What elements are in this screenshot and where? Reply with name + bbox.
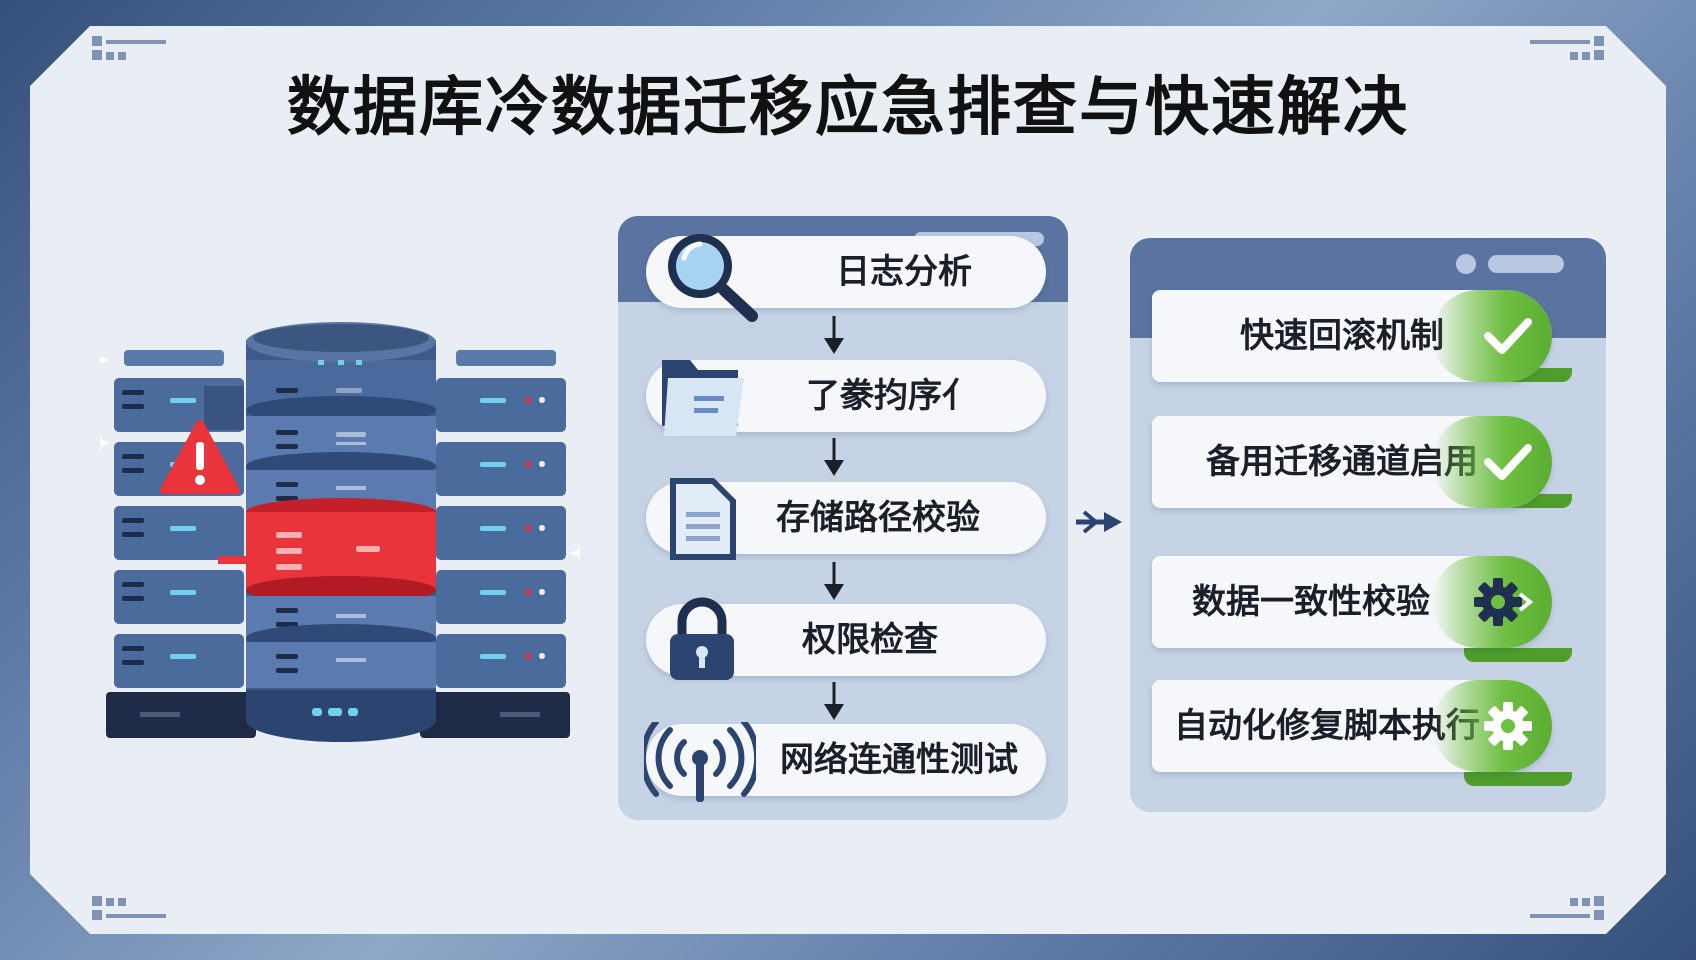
magnifier-icon	[668, 234, 758, 322]
solution-status-badge	[1432, 680, 1552, 772]
step-label: 权限检查	[802, 620, 938, 660]
document-icon	[670, 478, 736, 560]
solution-consistency-check[interactable]: 数据一致性校验	[1152, 556, 1552, 648]
step-label: 日志分析	[836, 252, 972, 292]
gear-icon	[1484, 702, 1532, 750]
corner-decoration-bottom-left	[92, 896, 166, 920]
solution-quick-rollback[interactable]: 快速回滚机制	[1152, 290, 1552, 382]
solution-label: 快速回滚机制	[1240, 316, 1444, 356]
solution-status-badge	[1432, 290, 1552, 382]
flow-arrow-down-icon	[824, 562, 844, 600]
padlock-icon	[670, 597, 734, 680]
step-label: 网络连通性测试	[780, 740, 1018, 780]
page-title: 数据库冷数据迁移应急排查与快速解决	[287, 71, 1409, 145]
checkmark-icon	[1484, 318, 1532, 354]
solution-underline	[1464, 648, 1572, 662]
flow-arrow-down-icon	[824, 438, 844, 476]
checkmark-icon	[1484, 444, 1532, 480]
flow-arrow-down-icon	[824, 682, 844, 720]
panel-header-dot	[1456, 254, 1476, 274]
wireless-signal-icon	[644, 722, 756, 802]
warning-triangle-icon	[160, 420, 240, 494]
corner-decoration-top-right	[1530, 36, 1604, 60]
step-label: 存储路径校验	[776, 498, 980, 538]
solutions-panel: 快速回滚机制 备用迁移通道启用 数据一致性校验	[1130, 238, 1606, 812]
solution-label: 数据一致性校验	[1192, 582, 1430, 622]
corner-decoration-top-left	[92, 36, 166, 60]
step-network-test[interactable]: 网络连通性测试	[646, 724, 1046, 796]
folder-icon	[662, 360, 744, 436]
double-arrow-right-icon	[1076, 510, 1122, 534]
diagnosis-steps-panel: 日志分析 了豢抣序亻 存储路径校验 权限检查 网络连通性测试	[618, 216, 1068, 820]
gear-icon	[1474, 578, 1534, 626]
solution-underline	[1464, 772, 1572, 786]
solution-auto-repair-script[interactable]: 自动化修复脚本执行	[1152, 680, 1552, 772]
solution-status-badge	[1432, 556, 1552, 648]
step-label: 了豢抣序亻	[806, 376, 976, 416]
flow-arrow-down-icon	[824, 316, 844, 354]
panel-header-pill	[1488, 255, 1564, 273]
solution-label: 自动化修复脚本执行	[1174, 706, 1480, 746]
solution-status-badge	[1432, 416, 1552, 508]
database-server-illustration	[100, 322, 580, 742]
solution-backup-channel[interactable]: 备用迁移通道启用	[1152, 416, 1552, 508]
corner-decoration-bottom-right	[1530, 896, 1604, 920]
